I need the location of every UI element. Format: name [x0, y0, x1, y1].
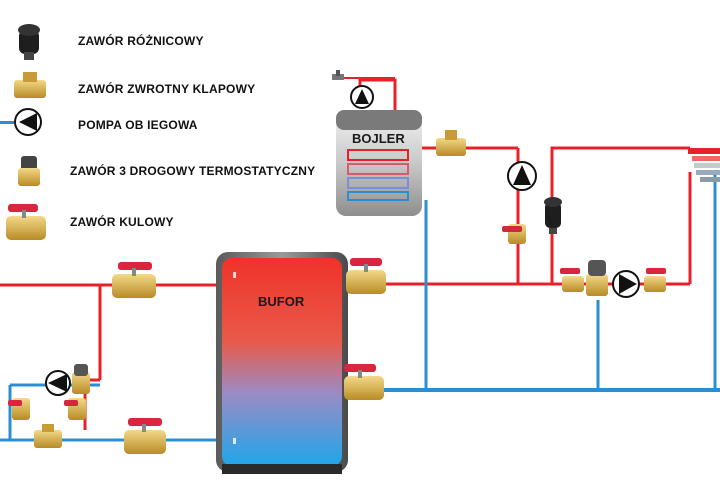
three-way-valve-right-icon — [586, 260, 608, 296]
ball-valve-left-bottom-icon — [124, 418, 166, 454]
ball-valve-left-2-icon — [64, 398, 86, 420]
tap-icon — [332, 70, 344, 80]
legend-pump-icon — [0, 108, 42, 136]
ball-valve-left-1-icon — [8, 398, 30, 420]
legend-three-way-valve-icon — [18, 156, 40, 186]
buffer-label: BUFOR — [258, 294, 305, 309]
legend-label-differential-valve: ZAWÓR RÓŻNICOWY — [78, 34, 204, 48]
legend-check-valve-icon — [14, 72, 46, 98]
legend-ball-valve-icon — [6, 204, 46, 240]
ball-valve-right-1-icon — [560, 268, 584, 292]
boiler-pump-icon — [350, 85, 374, 109]
ball-valve-right-2-icon — [644, 268, 666, 292]
legend-differential-valve-icon — [18, 24, 40, 60]
hot-pipe-top-right — [550, 146, 690, 284]
legend-label-ball-valve: ZAWÓR KULOWY — [70, 215, 174, 229]
boiler-tank — [336, 110, 422, 216]
boiler-coil — [347, 149, 409, 201]
ball-valve-buffer-bottom-icon — [344, 364, 384, 400]
differential-valve-icon — [544, 197, 562, 234]
heater-unit-icon — [688, 148, 720, 182]
check-valve-left-icon — [34, 424, 62, 448]
pump-mid-right-icon — [507, 161, 537, 191]
pump-right-icon — [612, 270, 640, 298]
three-way-valve-left-icon — [72, 364, 90, 394]
legend-label-three-way-valve: ZAWÓR 3 DROGOWY TERMOSTATYCZNY — [70, 164, 316, 178]
ball-valve-riser-icon — [502, 224, 526, 244]
check-valve-boiler-icon — [436, 130, 466, 156]
boiler-label: BOJLER — [352, 131, 405, 146]
ball-valve-left-top-icon — [112, 262, 156, 298]
hot-pipe-boiler-top — [358, 78, 397, 110]
buffer-tank — [216, 252, 348, 474]
legend-label-check-valve: ZAWÓR ZWROTNY KLAPOWY — [78, 82, 256, 96]
legend-label-circulation-pump: POMPA OB IEGOWA — [78, 118, 198, 132]
ball-valve-buffer-top-icon — [346, 258, 386, 294]
pump-left-icon — [45, 370, 71, 396]
